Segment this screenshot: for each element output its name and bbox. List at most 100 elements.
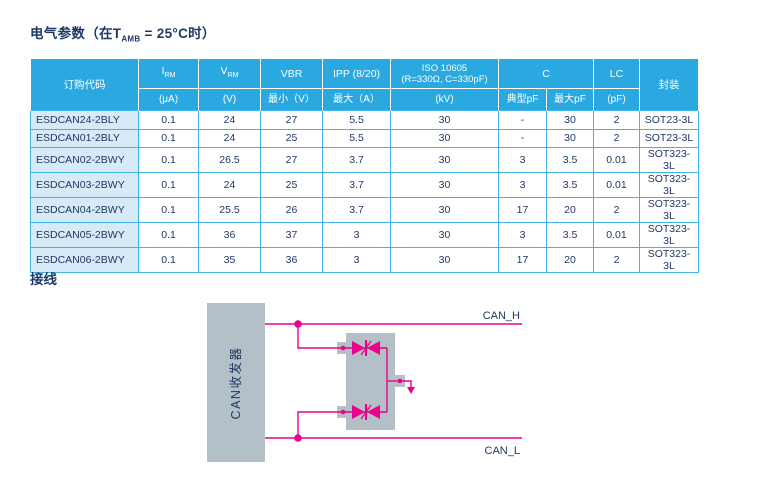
pin-dot-bottom (340, 409, 346, 415)
value-cell: 0.1 (138, 128, 199, 148)
value-cell: SOT23-3L (639, 128, 699, 148)
value-cell: 30 (390, 128, 499, 148)
header-iso-line1: ISO 10605 (421, 62, 468, 74)
value-cell: 25 (260, 172, 323, 198)
can-l-label: CAN_L (485, 445, 520, 457)
value-cell: 0.1 (138, 247, 199, 273)
value-cell: 24 (198, 110, 261, 130)
value-cell: SOT323-3L (639, 222, 699, 248)
value-cell: 0.1 (138, 147, 199, 173)
ground-arrow-icon (400, 380, 415, 394)
value-cell: 30 (390, 197, 499, 223)
header-iso: ISO 10605 (R=330Ω, C=330pF) (390, 58, 499, 89)
unit-iso: (kV) (390, 88, 499, 111)
header-order-code: 订购代码 (30, 58, 139, 111)
tvs-diode-bottom-icon (352, 404, 380, 420)
unit-vbr: 最小（V） (260, 88, 323, 111)
header-irm: IRM (138, 58, 199, 89)
unit-irm: (μA) (138, 88, 199, 111)
page-title-text-end: = 25°C时） (140, 26, 216, 41)
can-h-label: CAN_H (483, 310, 520, 322)
value-cell: 30 (546, 128, 594, 148)
value-cell: 24 (198, 128, 261, 148)
value-cell: 3.5 (546, 147, 594, 173)
value-cell: 0.01 (593, 172, 640, 198)
value-cell: 26.5 (198, 147, 261, 173)
can-h-junction-dot (294, 320, 302, 328)
value-cell: 2 (593, 110, 640, 130)
value-cell: 3 (322, 222, 391, 248)
value-cell: 0.1 (138, 172, 199, 198)
header-vrm: VRM (198, 58, 261, 89)
page-title: 电气参数（在TAMB = 25°C时） (30, 22, 216, 44)
value-cell: 20 (546, 197, 594, 223)
page-title-subscript: AMB (121, 34, 141, 44)
value-cell: 30 (390, 172, 499, 198)
header-vbr: VBR (260, 58, 323, 89)
value-cell: 3.7 (322, 197, 391, 223)
value-cell: 17 (498, 247, 547, 273)
header-capacitance: C (498, 58, 594, 89)
value-cell: 30 (390, 147, 499, 173)
value-cell: 3 (498, 172, 547, 198)
value-cell: 3 (498, 222, 547, 248)
unit-ipp: 最大（A） (322, 88, 391, 111)
value-cell: 36 (198, 222, 261, 248)
value-cell: - (498, 128, 547, 148)
value-cell: 30 (390, 110, 499, 130)
value-cell: SOT23-3L (639, 110, 699, 130)
value-cell: 36 (260, 247, 323, 273)
value-cell: 0.1 (138, 197, 199, 223)
value-cell: 3.5 (546, 172, 594, 198)
value-cell: 3 (498, 147, 547, 173)
value-cell: 25 (260, 128, 323, 148)
order-code-cell: ESDCAN04-2BWY (30, 197, 139, 223)
unit-lc: (pF) (593, 88, 640, 111)
value-cell: 17 (498, 197, 547, 223)
can-l-junction-dot (294, 434, 302, 442)
unit-vrm: (V) (198, 88, 261, 111)
value-cell: 0.1 (138, 222, 199, 248)
value-cell: 37 (260, 222, 323, 248)
value-cell: 27 (260, 147, 323, 173)
order-code-cell: ESDCAN05-2BWY (30, 222, 139, 248)
wiring-heading: 接线 (30, 272, 57, 287)
order-code-cell: ESDCAN02-2BWY (30, 147, 139, 173)
value-cell: 0.1 (138, 110, 199, 130)
page-title-text: 电气参数（在T (30, 26, 122, 41)
header-ipp: IPP (8/20) (322, 58, 391, 89)
value-cell: SOT323-3L (639, 197, 699, 223)
header-package: 封装 (639, 58, 699, 111)
header-iso-line2: (R=330Ω, C=330pF) (401, 73, 488, 85)
value-cell: 20 (546, 247, 594, 273)
value-cell: 2 (593, 128, 640, 148)
value-cell: 26 (260, 197, 323, 223)
wiring-diagram: CAN收发器 (0, 295, 763, 493)
value-cell: 3 (322, 247, 391, 273)
value-cell: 2 (593, 247, 640, 273)
value-cell: 30 (390, 222, 499, 248)
unit-c-typ: 典型pF (498, 88, 547, 111)
value-cell: 3.7 (322, 147, 391, 173)
can-transceiver-label: CAN收发器 (228, 347, 243, 420)
value-cell: 3.7 (322, 172, 391, 198)
can-transceiver-block (207, 303, 265, 462)
value-cell: 24 (198, 172, 261, 198)
value-cell: 5.5 (322, 128, 391, 148)
value-cell: 0.01 (593, 147, 640, 173)
order-code-cell: ESDCAN01-2BLY (30, 128, 139, 148)
value-cell: - (498, 110, 547, 130)
unit-c-max: 最大pF (546, 88, 594, 111)
value-cell: 35 (198, 247, 261, 273)
order-code-cell: ESDCAN24-2BLY (30, 110, 139, 130)
value-cell: SOT323-3L (639, 247, 699, 273)
value-cell: 0.01 (593, 222, 640, 248)
value-cell: SOT323-3L (639, 172, 699, 198)
